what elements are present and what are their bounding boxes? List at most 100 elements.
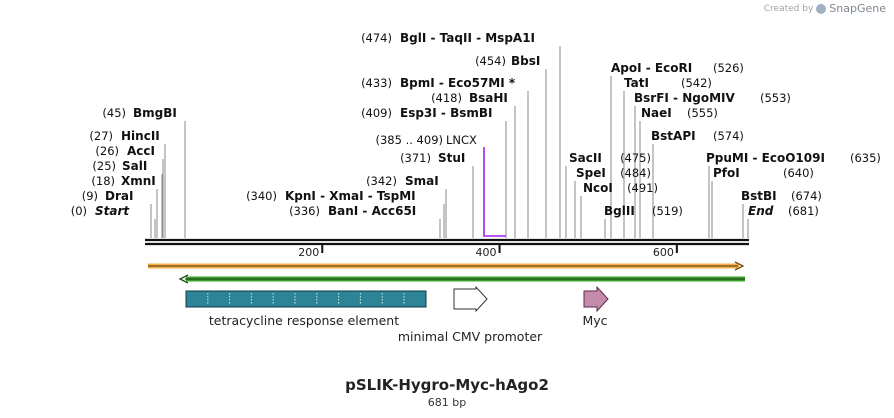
feature-cmv[interactable]: minimal CMV promoter [398,285,543,344]
enzyme-position: (674) [791,189,822,203]
enzyme-position: (18) [91,174,115,188]
forward-arrow-head [734,261,745,271]
enzyme-position: (342) [366,174,397,188]
reverse-arrow-head [178,274,189,284]
enzyme-position: (491) [627,181,658,195]
enzyme-name: Esp3I - BsmBI [400,106,492,120]
enzyme-position: (474) [361,31,392,45]
enzyme-position: (27) [89,129,113,143]
enzyme-name: ApoI - EcoRI [611,61,692,75]
enzyme-name: PfoI [713,166,740,180]
enzyme-site-sali[interactable]: (25) SalI [92,159,147,173]
enzyme-name: BanI - Acc65I [328,204,416,218]
enzyme-position: (555) [687,106,718,120]
enzyme-position: (25) [92,159,116,173]
map-title: pSLIK-Hygro-Myc-hAgo2 [345,376,549,394]
enzyme-site-end[interactable]: End(681) [748,204,819,218]
enzyme-name: NaeI [641,106,672,120]
enzyme-position: (336) [289,204,320,218]
enzyme-site-bani[interactable]: (336) BanI - Acc65I [289,204,416,218]
enzyme-name: BglI - TaqII - MspA1I [400,31,535,45]
enzyme-name: BsaHI [469,91,508,105]
enzyme-position: (0) [71,204,87,218]
enzyme-site-drai[interactable]: (9)DraI [82,189,134,203]
enzyme-position: (542) [681,76,712,90]
enzyme-position: (418) [431,91,462,105]
tre-block[interactable] [185,290,427,308]
enzyme-name: KpnI - XmaI - TspMI [285,189,416,203]
primer-lncx[interactable]: (385 .. 409) LNCX [376,133,507,237]
snapgene-credit: Created by SnapGene [764,2,886,15]
enzyme-site-bmgbi[interactable]: (45)BmgBI [102,106,176,120]
enzyme-name: HincII [121,129,160,143]
enzyme-name: BstBI [741,189,777,203]
enzyme-site-bsrfi[interactable]: BsrFI - NgoMIV(553) [634,91,791,105]
enzyme-name: SalI [122,159,147,173]
enzyme-position: (433) [361,76,392,90]
enzyme-site-kpni[interactable]: (340) KpnI - XmaI - TspMI [246,189,416,203]
enzyme-position: (454) [475,54,506,68]
enzyme-site-apoi[interactable]: ApoI - EcoRI (526) [611,61,744,75]
enzyme-site-stui[interactable]: (371) StuI [400,151,465,165]
enzyme-position: (409) [361,106,392,120]
enzyme-name: SacII [569,151,602,165]
enzyme-site-pfoi[interactable]: PfoI (640) [713,166,814,180]
enzyme-site-acci[interactable]: (26)AccI [95,144,155,158]
enzyme-site-esp3i[interactable]: (409) Esp3I - BsmBI [361,106,492,120]
enzyme-name: BbsI [511,54,540,68]
primer-position: (385 .. 409) [376,133,444,147]
enzyme-site-smai[interactable]: (342)SmaI [366,174,439,188]
feature-myc[interactable]: Myc [582,285,609,328]
enzyme-position: (640) [783,166,814,180]
enzyme-site-sacii[interactable]: SacII (475) [569,151,651,165]
primer-arrow[interactable] [483,147,506,237]
enzyme-position: (635) [850,151,881,165]
enzyme-site-bbsi[interactable]: (454) BbsI [475,54,540,68]
enzyme-name: Start [95,204,130,218]
enzyme-name: BstAPI [651,129,696,143]
enzyme-name: TatI [624,76,649,90]
enzyme-site-bstbi[interactable]: BstBI (674) [741,189,822,203]
enzyme-labels: (0)Start(9)DraI(18)XmnI(25)SalI(26)AccI(… [71,31,881,218]
enzyme-site-naei[interactable]: NaeI (555) [641,106,718,120]
enzyme-position: (526) [713,61,744,75]
enzyme-site-tati[interactable]: TatI (542) [624,76,712,90]
enzyme-site-bsahi[interactable]: (418) BsaHI [431,91,508,105]
enzyme-site-hincii[interactable]: (27) HincII [89,129,159,143]
enzyme-site-bstapi[interactable]: BstAPI (574) [651,129,744,143]
feature-label-cmv: minimal CMV promoter [398,329,543,344]
credit-prefix: Created by [763,3,814,14]
enzyme-position: (519) [652,204,683,218]
enzyme-name: DraI [105,189,133,203]
enzyme-site-ncoi[interactable]: NcoI (491) [583,181,658,195]
enzyme-position: (340) [246,189,277,203]
enzyme-position: (371) [400,151,431,165]
map-title-block: pSLIK-Hygro-Myc-hAgo2 681 bp [0,376,894,409]
enzyme-name: End [748,204,774,218]
ruler-tick-label: 200 [298,246,319,259]
myc-tag-arrow[interactable] [583,285,609,313]
enzyme-site-ppumi[interactable]: PpuMI - EcoO109I (635) [706,151,881,165]
enzyme-name: PpuMI - EcoO109I [706,151,825,165]
enzyme-site-spei[interactable]: SpeI(484) [576,166,651,180]
enzyme-site-bglii[interactable]: BglII(519) [604,204,683,218]
primer-name: LNCX [446,133,477,147]
enzyme-site-bgli[interactable]: (474) BglI - TaqII - MspA1I [361,31,535,45]
enzyme-site-xmni[interactable]: (18) XmnI [91,174,155,188]
enzyme-name: StuI [438,151,465,165]
snapgene-logo-icon [816,3,827,14]
enzyme-name: XmnI [121,174,156,188]
enzyme-position: (475) [620,151,651,165]
enzyme-name: BmgBI [133,106,177,120]
enzyme-name: NcoI [583,181,613,195]
cmv-promoter-arrow[interactable] [453,285,488,313]
feature-tre[interactable]: tetracycline response element [185,290,427,328]
reverse-strand-arrow [178,274,745,284]
enzyme-site-bpmi[interactable]: (433)BpmI - Eco57MI * [361,76,516,90]
map-length: 681 bp [427,396,467,409]
enzyme-site-start[interactable]: (0) Start [71,204,131,218]
enzyme-position: (574) [713,129,744,143]
